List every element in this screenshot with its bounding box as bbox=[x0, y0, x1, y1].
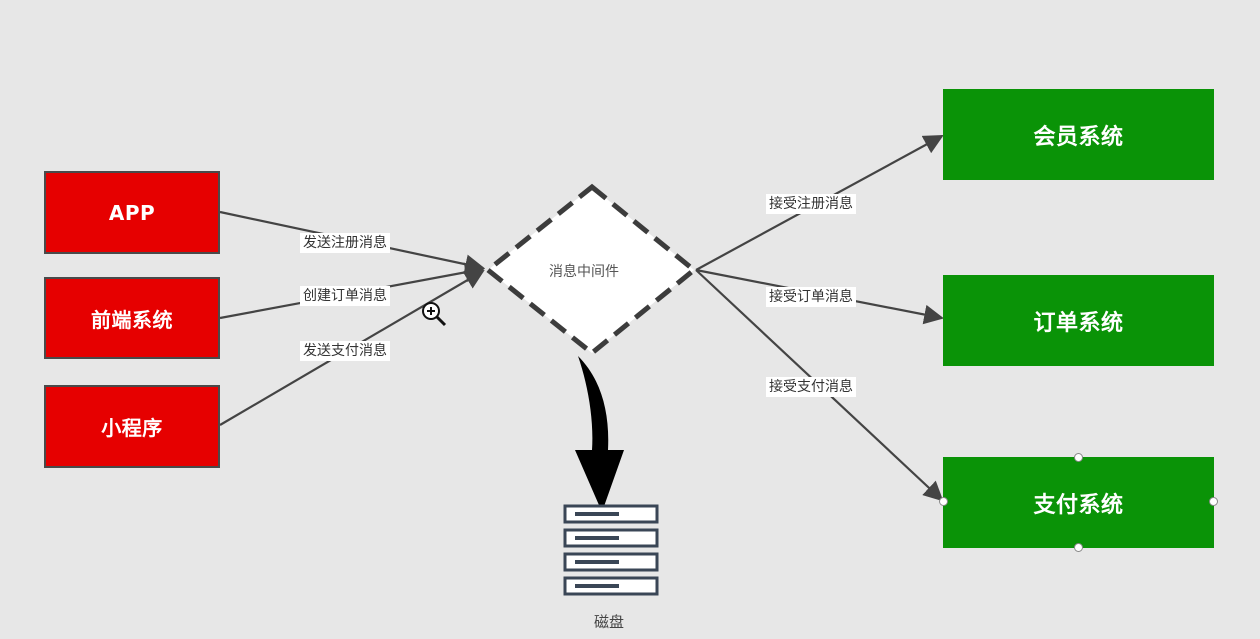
producer-frontend[interactable]: 前端系统 bbox=[44, 277, 220, 359]
consumer-order[interactable]: 订单系统 bbox=[943, 275, 1214, 366]
consumer-order-label: 订单系统 bbox=[1033, 310, 1124, 336]
edge-label-send-register: 发送注册消息 bbox=[300, 233, 390, 253]
middleware-label: 消息中间件 bbox=[549, 264, 619, 280]
producer-miniprogram[interactable]: 小程序 bbox=[44, 385, 220, 468]
consumer-member-label: 会员系统 bbox=[1033, 124, 1124, 150]
consumer-member[interactable]: 会员系统 bbox=[943, 89, 1214, 180]
disk-label: 磁盘 bbox=[594, 613, 625, 631]
persist-arrow-icon bbox=[575, 356, 624, 512]
edge-label-create-order: 创建订单消息 bbox=[300, 286, 390, 306]
producer-miniprogram-label: 小程序 bbox=[101, 416, 163, 440]
edge-label-send-payment: 发送支付消息 bbox=[300, 341, 390, 361]
resize-handle-top[interactable] bbox=[1074, 453, 1083, 462]
middleware-diamond[interactable] bbox=[483, 183, 698, 357]
producer-app-label: APP bbox=[108, 200, 156, 225]
server-disk-icon bbox=[563, 504, 659, 596]
consumer-payment[interactable]: 支付系统 bbox=[943, 457, 1214, 548]
consumer-payment-label: 支付系统 bbox=[1033, 492, 1124, 518]
resize-handle-left[interactable] bbox=[939, 497, 948, 506]
resize-handle-right[interactable] bbox=[1209, 497, 1218, 506]
edge-label-receive-register: 接受注册消息 bbox=[766, 194, 856, 214]
zoom-in-cursor-icon bbox=[422, 302, 447, 327]
producer-app[interactable]: APP bbox=[44, 171, 220, 254]
producer-frontend-label: 前端系统 bbox=[91, 307, 173, 332]
resize-handle-bottom[interactable] bbox=[1074, 543, 1083, 552]
edge-label-receive-order: 接受订单消息 bbox=[766, 287, 856, 307]
edge-label-receive-payment: 接受支付消息 bbox=[766, 377, 856, 397]
